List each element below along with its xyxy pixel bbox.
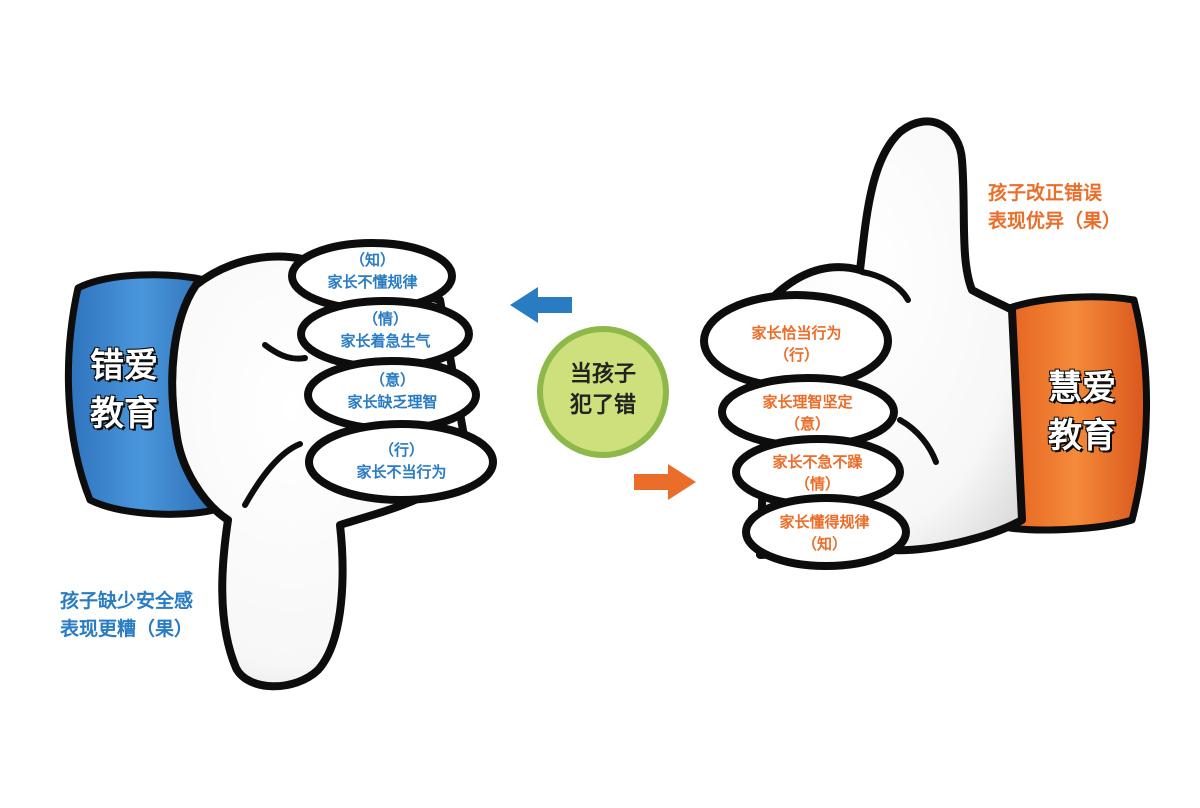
- left-finger-2-text: （情）家长着急生气: [340, 310, 431, 350]
- left-finger-1-text: （知）家长不懂规律: [327, 251, 418, 291]
- left-result-text: 孩子缺少安全感表现更糟（果）: [60, 590, 194, 640]
- arrow-left-icon: [510, 287, 572, 323]
- center-circle: [537, 326, 669, 458]
- left-cuff-title: 错爱 教育: [90, 346, 158, 434]
- left-finger-4: [305, 420, 497, 504]
- thumbs-up-icon: [700, 117, 1151, 570]
- left-finger-3-text: （意）家长缺乏理智: [347, 371, 438, 411]
- right-cuff-title: 慧爱 教育: [1048, 368, 1116, 456]
- right-finger-3-text: 家长不急不躁（情）: [772, 453, 863, 493]
- right-finger-1-text: 家长恰当行为（行）: [751, 324, 842, 364]
- right-cuff: [1000, 293, 1151, 534]
- thumbs-down-icon: [64, 239, 497, 691]
- right-result-text: 孩子改正错误表现优异（果）: [988, 182, 1122, 232]
- left-finger-4-text: （行）家长不当行为: [356, 441, 447, 481]
- right-finger-4-text: 家长懂得规律（知）: [779, 513, 870, 553]
- right-finger-4: [742, 494, 910, 570]
- arrow-right-icon: [634, 464, 696, 500]
- center-text: 当孩子犯了错: [569, 362, 636, 418]
- right-finger-2-text: 家长理智坚定（意）: [762, 393, 853, 433]
